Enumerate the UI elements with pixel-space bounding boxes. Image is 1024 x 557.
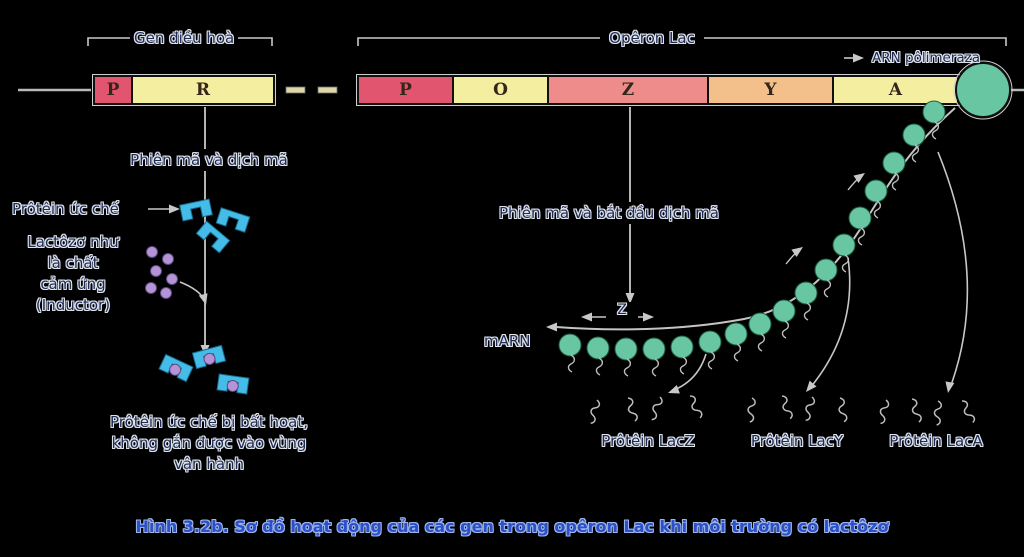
- ribosomes: [558, 100, 946, 377]
- protein-lacy-label: Prôtêin LacY: [750, 432, 844, 450]
- right-transcription-label: Phiên mã và bắt đầu dịch mã: [450, 204, 768, 222]
- figure-caption: Hình 3.2b. Sơ đồ hoạt động của các gen t…: [135, 517, 889, 536]
- gene-segment-a: A: [832, 77, 957, 103]
- protein-lacy-molecules: [745, 393, 848, 424]
- inducer-label-line4: (Inductor): [35, 296, 111, 314]
- z-region-marker: Z: [606, 302, 638, 318]
- inactivated-repressor-text: Prôtêin ức chế bị bất hoạt, không gắn đư…: [78, 412, 340, 475]
- lactose-molecules: [145, 246, 178, 299]
- repressor-protein-label: Prôtêin ức chế: [12, 200, 119, 218]
- inactivated-line1: Prôtêin ức chế bị bất hoạt,: [110, 413, 308, 431]
- protein-lacz-molecules: [586, 393, 704, 426]
- gene-segment-z: Z: [547, 77, 707, 103]
- inducer-label: Lactôzơ như là chất cảm ứng (Inductor): [8, 232, 138, 316]
- repressor-pointer-arrow: [148, 204, 180, 214]
- polymerase-pointer-arrow: [844, 53, 864, 63]
- bracket-regulatory-label: Gen điều hoà: [130, 29, 238, 47]
- operon-gene-bar: P O Z Y A: [357, 75, 959, 105]
- gene-segment-y: Y: [707, 77, 832, 103]
- inactivated-line2: không gắn được vào vùng: [111, 434, 307, 452]
- left-transcription-label: Phiên mã và dịch mã: [105, 151, 313, 169]
- repressor-proteins-inactivated: [159, 345, 249, 394]
- gene-segment-o-operator: O: [452, 77, 547, 103]
- rna-polymerase-label: ARN pôlimeraza: [872, 50, 980, 66]
- gene-segment-p-promoter: P: [359, 77, 452, 103]
- gene-segment-p-regulatory: P: [95, 77, 131, 103]
- protein-lacz-label: Prôtêin LacZ: [601, 432, 695, 450]
- inactivated-line3: vận hành: [173, 455, 245, 473]
- inducer-label-line3: cảm ứng: [40, 275, 106, 293]
- mrna-label: mARN: [484, 332, 531, 350]
- repressor-proteins-active: [179, 198, 251, 254]
- protein-laca-label: Prôtêin LacA: [889, 432, 983, 450]
- inducer-label-line2: là chất: [47, 254, 99, 272]
- regulatory-gene-bar: P R: [93, 75, 275, 105]
- gene-segment-r: R: [131, 77, 273, 103]
- bracket-operon-label: Opêron Lac: [600, 29, 704, 47]
- lactose-binding-arrow: [179, 281, 211, 307]
- protein-release-arrows: [673, 151, 969, 391]
- rna-polymerase-circle: [953, 60, 1013, 120]
- dna-gap-dashes: [285, 86, 338, 94]
- translation-direction-arrows: [785, 169, 868, 265]
- inducer-label-line1: Lactôzơ như: [27, 233, 119, 251]
- protein-laca-molecules: [876, 397, 977, 427]
